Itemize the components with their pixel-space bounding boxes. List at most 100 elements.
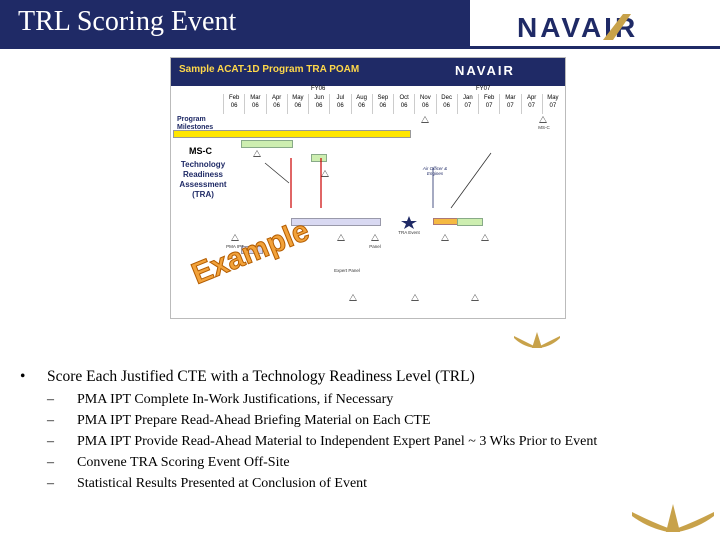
sub-bullet-text: Convene TRA Scoring Event Off-Site [77,455,290,470]
month-year: 07 [485,103,493,109]
month-name: Jun [314,95,324,101]
month-cell: May 06 [286,94,308,114]
air-officer-label: Air Officer & Engines [422,166,448,176]
milestone-marker-2 [539,116,547,123]
month-year: 06 [379,103,387,109]
month-year: 06 [337,103,344,109]
month-year: 06 [400,103,408,109]
sub-bullet: – PMA IPT Provide Read-Ahead Material to … [47,434,707,455]
title-rule [0,46,720,49]
fy-label-06: FY06 [311,86,326,92]
month-year: 06 [294,103,302,109]
month-year: 06 [443,103,450,109]
row-label-milestones: Program Milestones [177,116,214,131]
milestone-bar [173,130,411,138]
month-year: 06 [230,103,238,109]
title-band: TRL Scoring Event [0,0,470,46]
month-cell: Sep 06 [371,94,393,114]
event-marker-10 [471,294,479,301]
sub-bullet: – PMA IPT Complete In-Work Justifications… [47,392,707,413]
dash-marker: – [47,392,54,407]
month-cell: Nov 06 [414,94,435,114]
month-cell: Jun 06 [308,94,329,114]
month-name: Oct [399,95,409,101]
activity-bar-6 [457,218,483,226]
milestone-marker-1 [421,116,429,123]
tra-event-star [401,216,417,229]
month-year: 07 [549,103,557,109]
month-name: Feb [483,95,495,101]
figure-header: Sample ACAT-1D Program TRA POAM NAVAIR [171,58,565,86]
sub-bullet: –Statistical Results Presented at Conclu… [47,476,707,497]
month-cell: Apr 07 [520,94,542,114]
month-name: May [547,95,559,101]
month-year: 07 [528,103,535,109]
event-marker-6 [441,234,449,241]
month-cell: Jan 07 [456,94,478,114]
month-name: Dec [441,95,452,101]
expert-panel-label: Expert Panel [334,268,360,273]
event-marker-4 [337,234,345,241]
sub-bullet: –Convene TRA Scoring Event Off-Site [47,455,707,476]
month-name: Apr [526,95,537,101]
month-cell: Dec 06 [435,94,457,114]
event-marker-8 [349,294,357,301]
panel-label: Panel [369,244,381,249]
poam-figure: Sample ACAT-1D Program TRA POAM NAVAIR F… [170,57,566,319]
month-name: Aug [356,95,367,101]
sub-bullet-text: Statistical Results Presented at Conclus… [77,476,368,491]
event-marker-9 [411,294,419,301]
month-year: 06 [273,103,280,109]
month-cell: Jul 06 [329,94,350,114]
pma-ipt-label: PMA IPT [226,244,244,249]
bullet-marker: • [20,368,26,385]
figure-logo: NAVAIR [455,63,515,78]
month-name: Mar [250,95,261,101]
month-cell: Aug 06 [350,94,372,114]
sub-bullet-text: PMA IPT Provide Read-Ahead Material to I… [77,434,598,449]
month-name: Jan [463,95,473,101]
activity-bar-1 [241,140,293,148]
wings-emblem-large [632,504,714,532]
event-marker-3 [231,234,239,241]
event-marker-1 [253,150,261,157]
bullet-list: • Score Each Justified CTE with a Techno… [20,368,710,491]
figure-connectors [264,152,492,229]
month-year: 06 [358,103,365,109]
event-marker-7 [481,234,489,241]
activity-bar-2 [311,154,327,162]
figure-title: Sample ACAT-1D Program TRA POAM [179,64,360,75]
milestone-msc-label: MS-C [538,125,550,130]
month-cell: Apr 06 [265,94,287,114]
month-year: 07 [464,103,472,109]
month-cell: Oct 06 [393,94,414,114]
month-name: Apr [271,95,282,101]
sub-bullet-list: – PMA IPT Complete In-Work Justifications… [47,392,707,497]
wings-emblem-small [514,332,560,348]
month-year: 06 [422,103,429,109]
month-year: 06 [315,103,323,109]
month-name: Sep [377,95,389,101]
dash-marker: – [47,434,54,449]
month-cell: May 07 [541,94,563,114]
fy-label-07: FY07 [476,86,491,92]
event-marker-2 [321,170,329,177]
navair-logo-swoosh [603,14,631,40]
month-year: 07 [507,103,514,109]
dash-marker: – [47,413,54,428]
row-label-msc: MS-C [189,146,212,156]
sub-bullet-text: PMA IPT Complete In-Work Justifications,… [77,392,394,407]
month-cell: Feb 07 [478,94,499,114]
month-name: Nov [420,95,431,101]
tra-event-label: TRA Event [398,230,420,235]
main-bullet-text: Score Each Justified CTE with a Technolo… [47,368,475,385]
month-name: Jul [336,95,345,101]
month-name: May [292,95,304,101]
month-cell: Mar 06 [244,94,265,114]
sub-bullet-text: PMA IPT Prepare Read-Ahead Briefing Mate… [77,413,431,428]
sub-bullet: – PMA IPT Prepare Read-Ahead Briefing Mat… [47,413,707,434]
month-year: 06 [252,103,259,109]
